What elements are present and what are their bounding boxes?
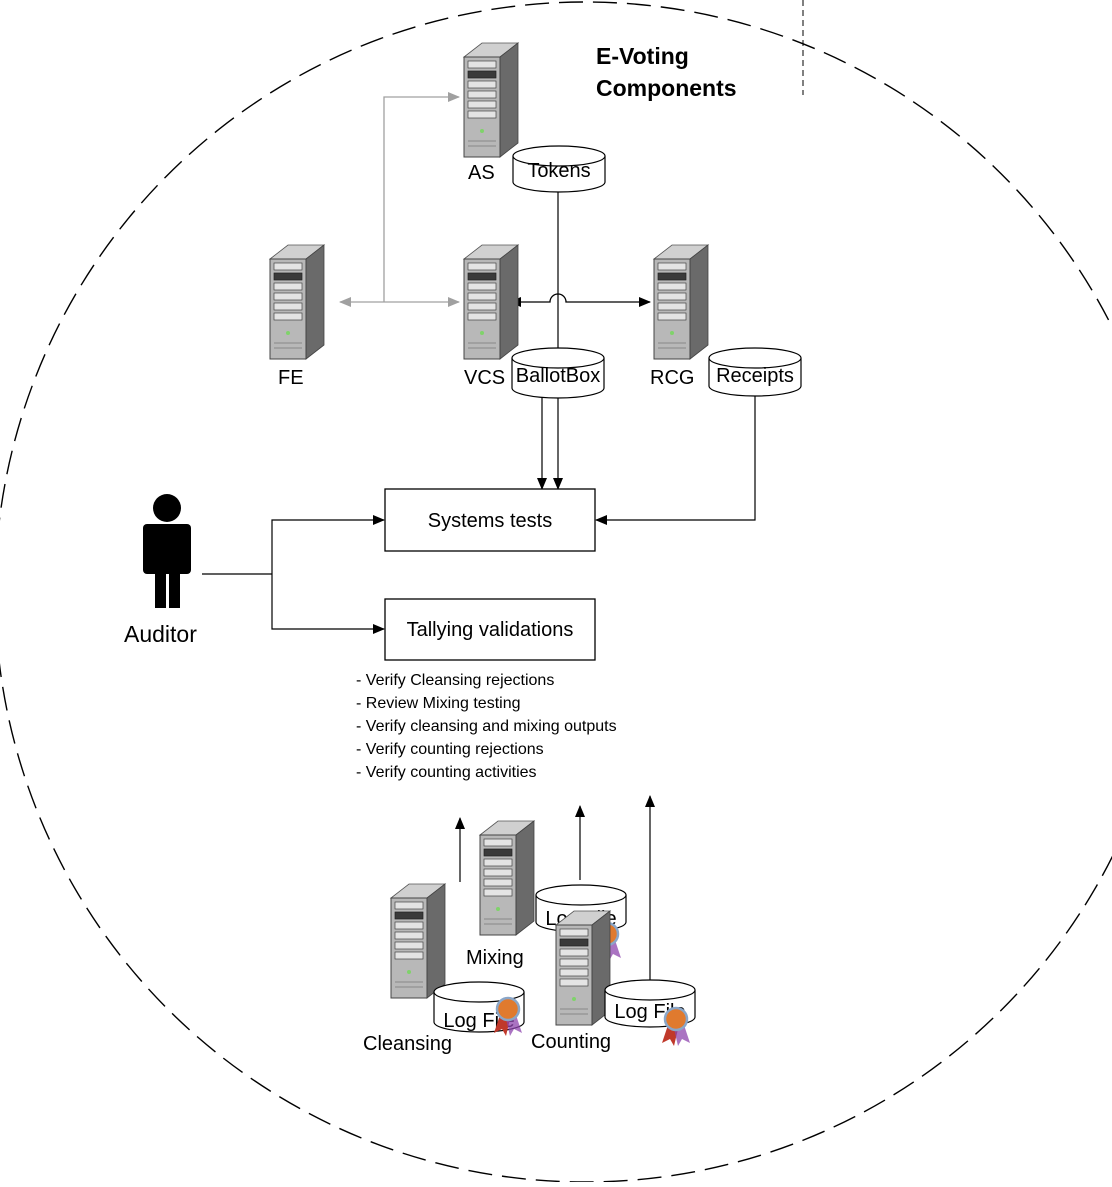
server-vcs-icon [463,244,519,360]
database-receipts-label: Receipts [716,365,794,387]
auditor-label: Auditor [124,621,197,647]
fe-as-connector [383,92,460,302]
vcs-rcg-connector [509,293,651,307]
task-item: - Verify counting rejections [356,741,544,758]
server-fe-icon [269,244,325,360]
server-fe-label: FE [278,367,304,389]
server-vcs-label: VCS [464,367,505,389]
task-item: - Verify Cleansing rejections [356,672,554,689]
server-rcg-icon [653,244,709,360]
server-as-label: AS [468,162,495,184]
server-as-icon [463,42,519,158]
server-cleansing-icon [390,883,446,999]
auditor-systems-connector [271,515,385,574]
diagram-title-line2: Components [596,75,737,101]
server-rcg-label: RCG [650,367,694,389]
server-counting-label: Counting [531,1031,611,1053]
task-item: - Review Mixing testing [356,695,521,712]
database-tokens: Tokens [512,145,606,193]
receipts-systems-connector [595,395,756,525]
task-item: - Verify counting activities [356,764,537,781]
server-mixing-label: Mixing [466,947,524,969]
database-ballotbox: BallotBox [511,347,605,399]
server-mixing-icon [479,820,535,936]
database-ballotbox-label: BallotBox [516,365,601,387]
tallying-validations-box [384,598,596,661]
systems-tests-label: Systems tests [428,510,552,532]
database-tokens-label: Tokens [527,160,590,182]
database-receipts: Receipts [708,347,802,397]
diagram-title-line1: E-Voting [596,43,689,69]
database-log-counting-final: Log File [604,979,696,1028]
certificate-icon [660,1006,692,1048]
server-counting-icon [555,910,611,1026]
systems-tests-box [384,488,596,552]
tallying-validations-label: Tallying validations [407,619,574,641]
server-cleansing-label: Cleansing [363,1033,452,1055]
auditor-icon [143,494,191,608]
task-item: - Verify cleansing and mixing outputs [356,718,617,735]
auditor-tallying-connector [271,574,385,634]
